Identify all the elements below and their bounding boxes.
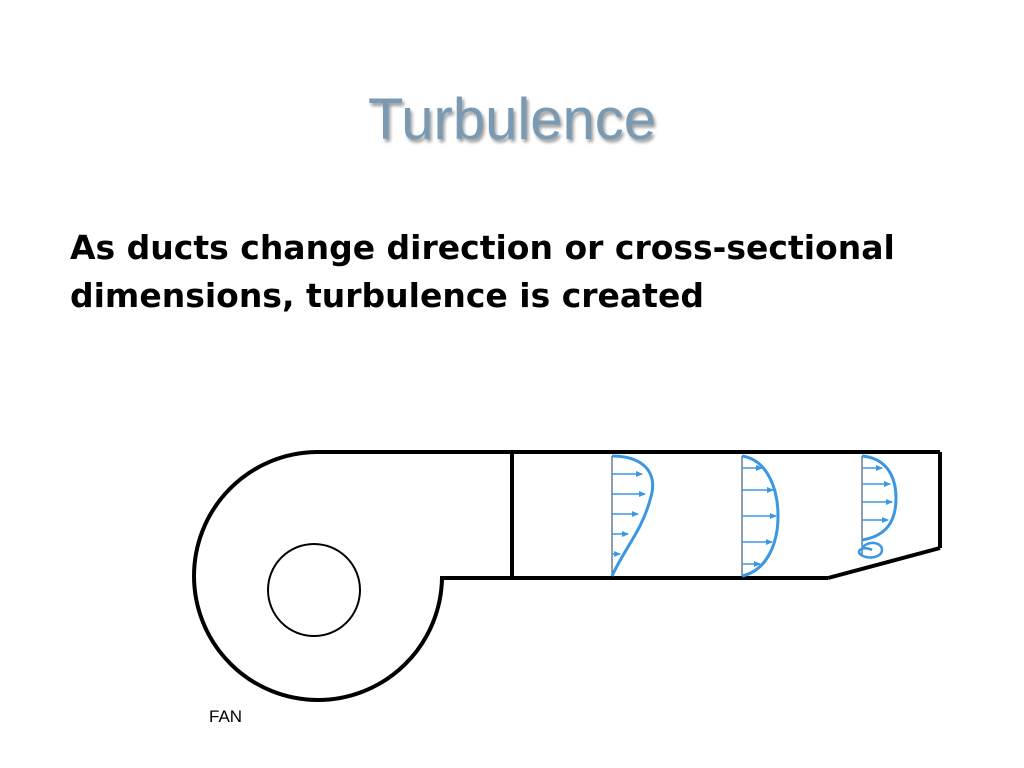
duct-turbulence-diagram: FAN	[192, 450, 942, 726]
fan-wheel	[267, 543, 361, 637]
velocity-profile-2	[741, 454, 780, 578]
fan-housing	[192, 450, 512, 702]
velocity-profile-3	[857, 454, 898, 559]
velocity-profile-1	[610, 454, 655, 577]
slide-body-text: As ducts change direction or cross-secti…	[70, 228, 895, 315]
slide-title: Turbulence	[367, 87, 657, 152]
duct-transition-wall	[827, 546, 941, 580]
eddy-swirl	[857, 541, 884, 559]
fan-label: FAN	[209, 707, 242, 726]
